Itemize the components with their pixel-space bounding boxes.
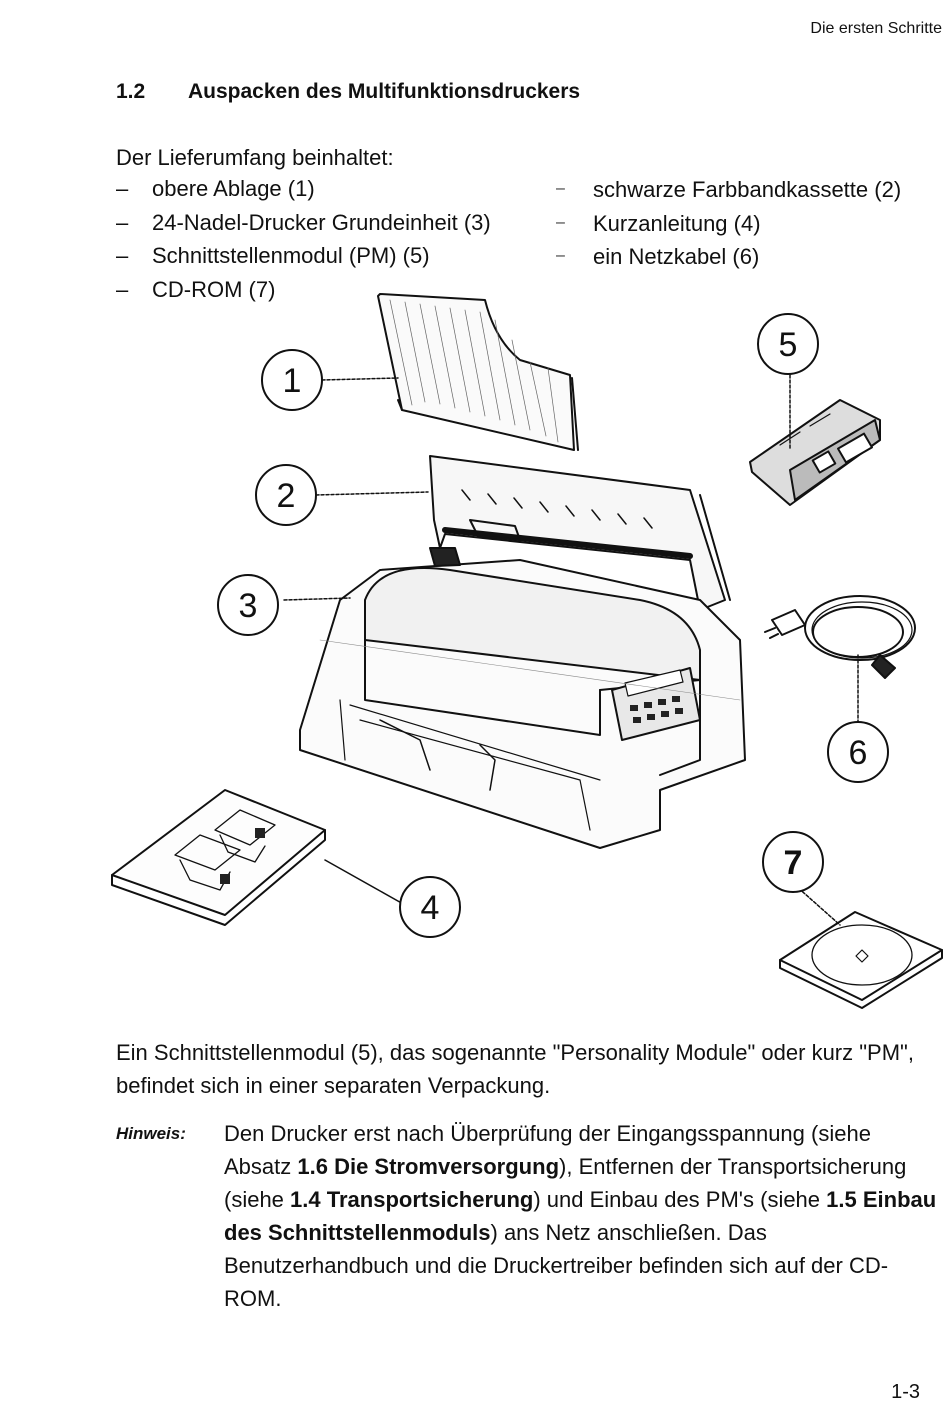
power-cable-drawing	[764, 595, 916, 679]
ribbon-cassette-drawing	[429, 455, 731, 611]
paper-tray-drawing	[377, 293, 579, 451]
note-label: Hinweis:	[116, 1124, 186, 1143]
contents-intro: Der Lieferumfang beinhaltet:	[116, 145, 394, 170]
module-paragraph: Ein Schnittstellenmodul (5), das sogenan…	[116, 1040, 914, 1098]
note-reference: 1.4 Transportsicherung	[290, 1187, 534, 1212]
list-dash: –	[556, 213, 565, 231]
list-item-text: schwarze Farbbandkassette (2)	[593, 177, 902, 202]
note-text-part: ), Entfernen der Transport­sicherung (si…	[224, 1154, 907, 1212]
page-number: 1-3	[891, 1381, 920, 1403]
delivery-contents-illustration: 1 2 3 4 5 6 7	[111, 293, 943, 1009]
note-reference: 1.6 Die Stromversorgung	[297, 1154, 560, 1179]
callout-number: 2	[277, 477, 296, 515]
list-item-text: ein Netzkabel (6)	[593, 244, 760, 269]
list-dash: –	[116, 243, 129, 268]
callout-number: 1	[283, 362, 302, 400]
list-dash: –	[556, 180, 565, 197]
list-dash: –	[116, 176, 129, 201]
note-reference: 1.5 Einbau des Schnittstellenmoduls	[224, 1187, 937, 1245]
note-text: Den Drucker erst nach Überprüfung der Ei…	[224, 1117, 939, 1315]
interface-module-drawing	[749, 399, 881, 506]
callout-number: 6	[849, 734, 868, 772]
note-text-part: ) ans Netz anschließen. Das Benutzerhand…	[224, 1220, 889, 1311]
list-dash: –	[556, 247, 565, 264]
note-text-part: ) und Einbau des PM's (siehe	[533, 1187, 827, 1212]
section-number: 1.2	[116, 80, 146, 103]
cd-rom-drawing	[779, 911, 943, 1009]
list-item-text: 24-Nadel-Drucker Grundeinheit (3)	[152, 209, 491, 235]
callout-number: 3	[239, 587, 258, 625]
quick-guide-drawing	[111, 789, 326, 926]
list-item-text: obere Ablage (1)	[152, 176, 315, 201]
callout-number: 4	[421, 889, 440, 927]
list-item-text: Kurzanleitung (4)	[593, 210, 761, 236]
note-text-part: Den Drucker erst nach Überprüfung der Ei…	[224, 1121, 871, 1179]
section-title: Auspacken des Multifunktionsdruckers	[188, 80, 581, 103]
callout-number: 7	[784, 844, 803, 882]
list-dash: –	[116, 209, 129, 235]
running-header: Die ersten Schritte	[810, 20, 942, 37]
list-item-text: Schnittstellenmodul (PM) (5)	[152, 243, 430, 268]
callout-number: 5	[779, 326, 798, 364]
list-item-text: CD-ROM (7)	[152, 276, 276, 302]
list-dash: –	[116, 276, 129, 302]
printer-base-drawing	[299, 547, 746, 849]
